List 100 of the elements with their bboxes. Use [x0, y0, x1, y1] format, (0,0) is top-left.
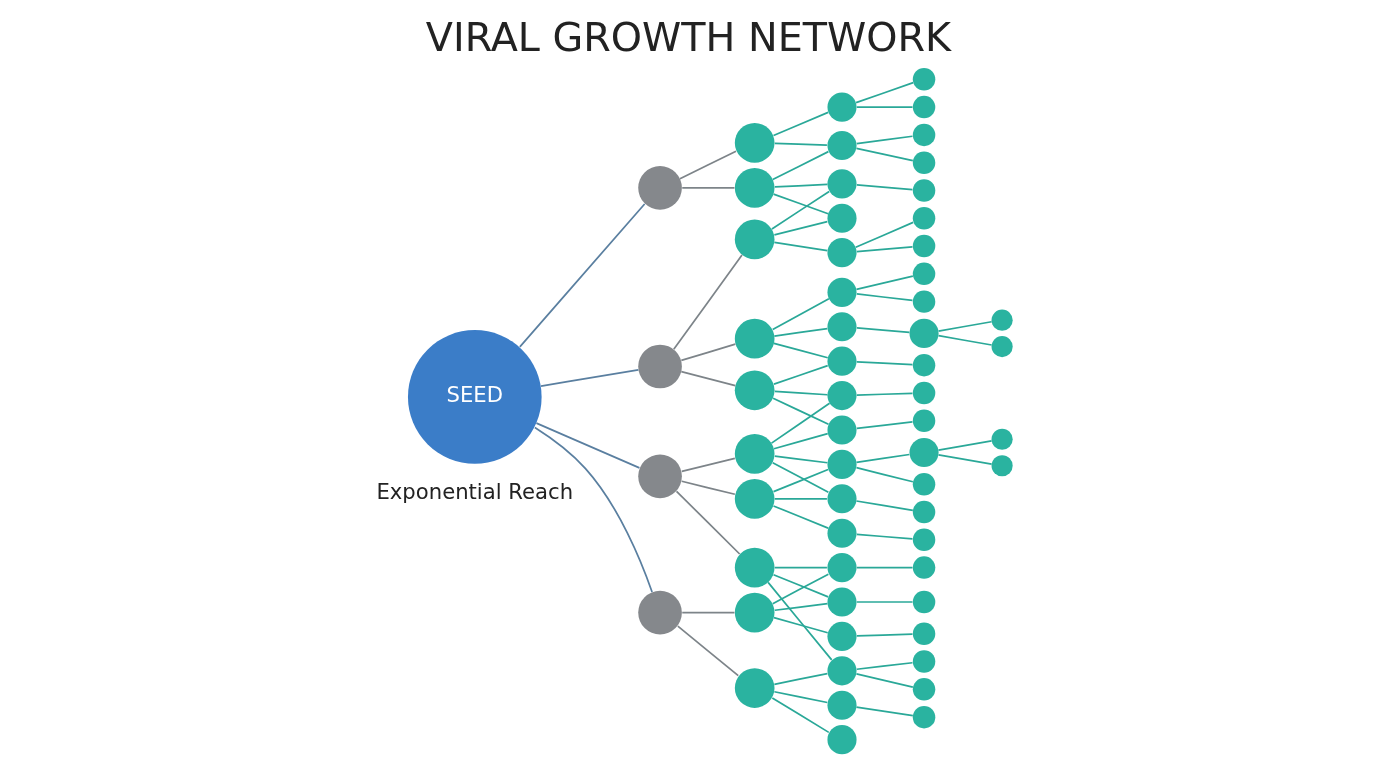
node-circle	[826, 277, 857, 307]
node-circle	[734, 123, 774, 163]
node-circle	[734, 547, 774, 588]
connector	[676, 625, 739, 677]
node-circle	[826, 238, 857, 268]
connector	[855, 392, 913, 396]
connector	[773, 183, 828, 188]
node-circle: SEED	[407, 330, 542, 464]
connector	[770, 402, 830, 444]
node-circle	[826, 415, 857, 445]
node-circle	[912, 705, 935, 729]
node-circle	[734, 433, 774, 474]
node-circle	[912, 528, 935, 552]
connector	[771, 461, 829, 494]
connector	[773, 455, 828, 464]
connector	[770, 697, 830, 734]
connector	[773, 390, 828, 396]
connector	[679, 370, 736, 387]
node-circle	[734, 478, 774, 519]
node-circle	[991, 428, 1013, 450]
connector	[855, 453, 910, 464]
node-circle	[912, 622, 935, 645]
connector	[855, 633, 913, 637]
node-circle	[912, 381, 935, 405]
connector	[855, 293, 913, 302]
node-circle	[912, 123, 935, 147]
connector	[937, 320, 992, 332]
connector	[855, 421, 913, 430]
node-circle	[912, 650, 935, 673]
connector	[773, 241, 828, 252]
node-circle	[826, 92, 857, 122]
node-circle	[909, 318, 939, 348]
node-circle	[912, 151, 935, 174]
node-circle	[912, 473, 935, 496]
node-circle	[826, 381, 857, 411]
node-circle	[912, 68, 935, 91]
node-circle	[826, 484, 857, 514]
node-circle	[909, 437, 939, 468]
node-circle	[912, 290, 935, 313]
node-circle	[912, 409, 935, 432]
node-circle	[912, 234, 935, 258]
connector	[855, 601, 913, 603]
connector	[937, 334, 992, 346]
connector	[680, 480, 736, 496]
connector	[772, 468, 829, 493]
connector	[773, 142, 828, 146]
node-circle	[826, 130, 857, 161]
connector	[771, 150, 829, 181]
node-circle	[637, 590, 682, 635]
connector	[678, 150, 737, 180]
connector	[535, 422, 640, 469]
connector	[773, 327, 828, 337]
node-circle	[912, 207, 935, 230]
connector	[675, 490, 740, 555]
node-circle	[912, 500, 935, 524]
connector	[937, 453, 992, 465]
connector	[854, 221, 914, 249]
node-circle	[826, 169, 857, 199]
connector	[854, 81, 914, 104]
connector	[855, 566, 913, 569]
connector	[680, 611, 735, 614]
connector	[773, 602, 828, 612]
node-circle	[826, 725, 857, 755]
node-circle	[826, 553, 857, 583]
node-circle	[637, 454, 682, 499]
connector	[855, 246, 913, 253]
node-circle	[734, 592, 774, 633]
node-circle	[912, 556, 935, 579]
connector	[766, 581, 833, 661]
node-circle	[912, 590, 935, 614]
connector	[855, 533, 913, 540]
connector	[771, 573, 829, 605]
connector	[855, 275, 914, 291]
node-circle	[826, 346, 857, 376]
node-circle	[826, 449, 857, 479]
connector	[772, 432, 829, 450]
node-circle	[991, 455, 1013, 477]
node-circle	[734, 318, 774, 359]
connector	[772, 573, 829, 598]
node-circle	[734, 167, 774, 208]
connector	[772, 616, 829, 634]
connector	[855, 135, 913, 145]
node-circle	[912, 678, 935, 701]
connector	[855, 361, 913, 366]
connector	[855, 466, 914, 483]
node-circle	[826, 203, 857, 233]
connector	[772, 111, 829, 137]
node-circle	[912, 353, 935, 377]
connector	[771, 297, 830, 331]
node-circle	[734, 370, 774, 411]
connector	[773, 672, 828, 686]
connector	[773, 690, 828, 704]
connector	[855, 500, 914, 512]
node-circle	[637, 166, 682, 210]
connector	[771, 397, 829, 426]
node-circle	[991, 336, 1013, 358]
connector	[855, 673, 914, 688]
node-circle	[912, 262, 935, 286]
node-circle	[912, 95, 935, 119]
node-circle	[826, 656, 857, 686]
